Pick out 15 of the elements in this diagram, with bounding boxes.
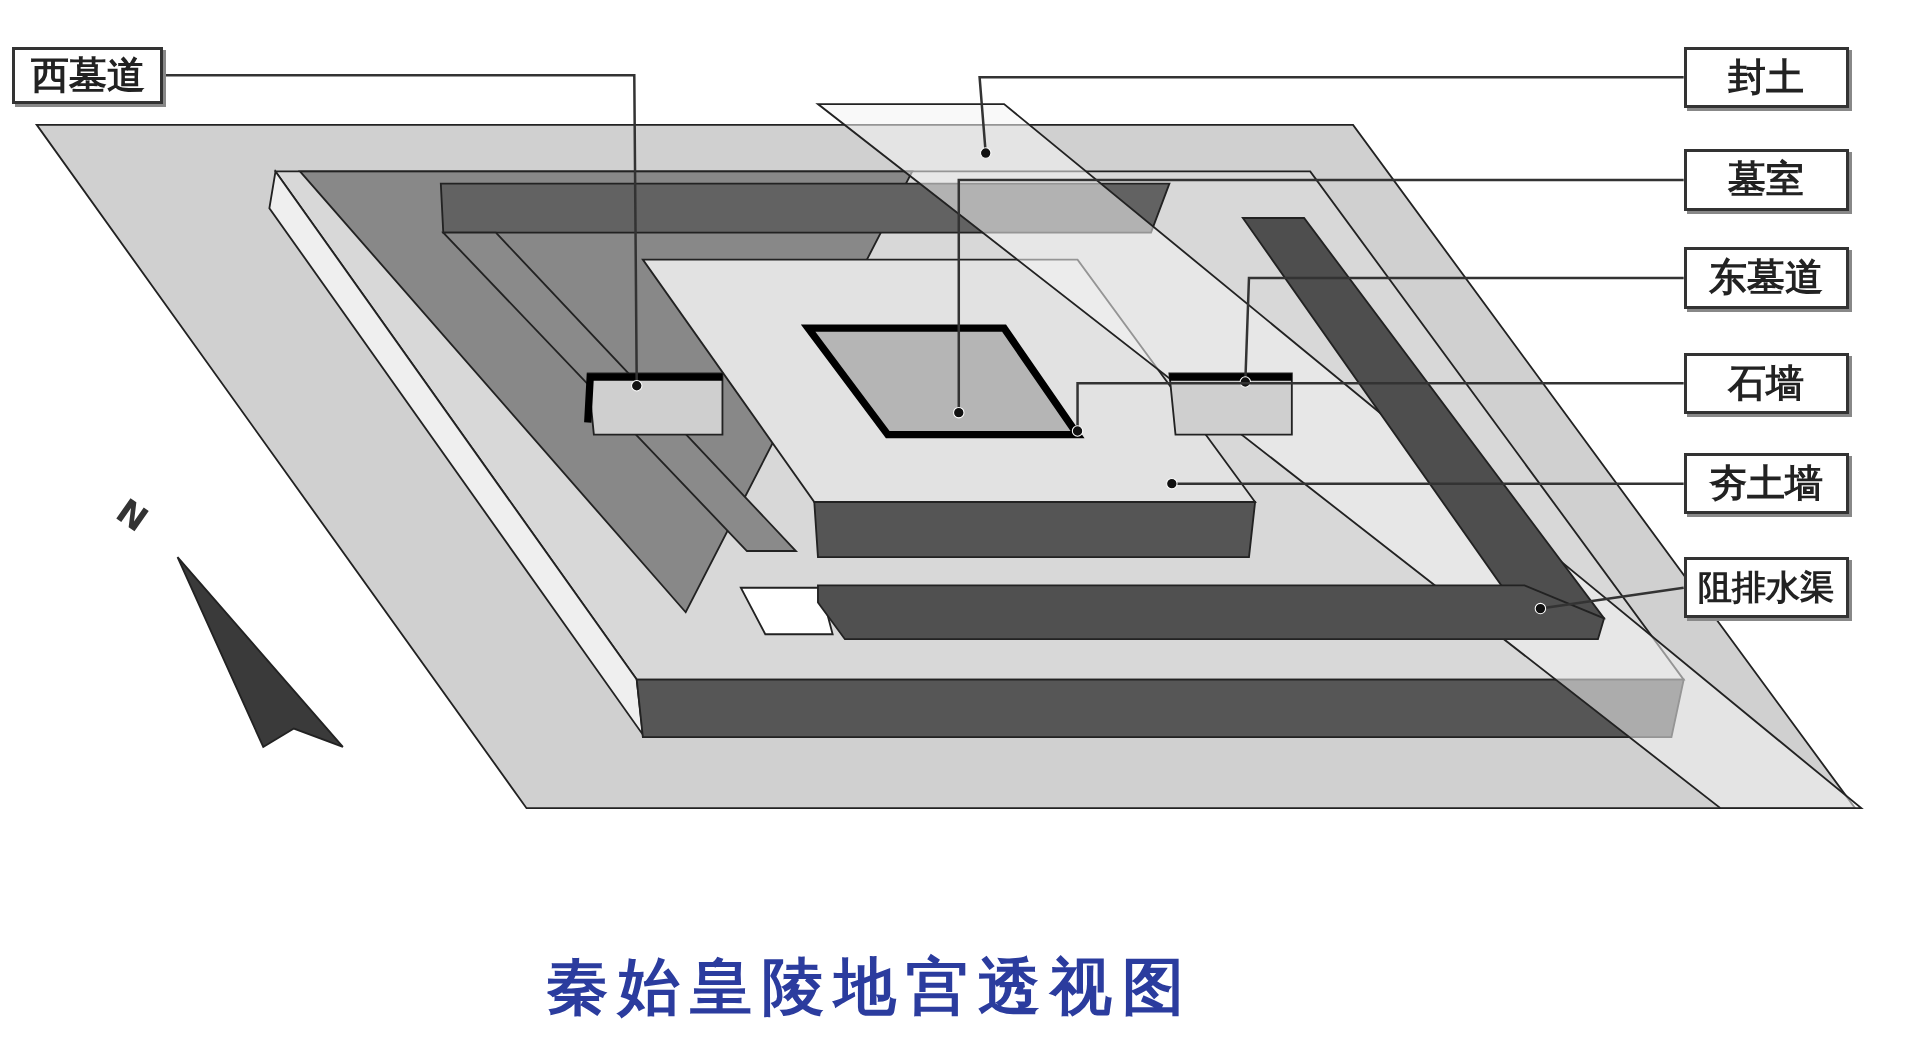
label-box: 东墓道: [1683, 247, 1849, 309]
leader-line: [953, 178, 1684, 419]
title: 秦始皇陵地宫透视图: [545, 949, 1195, 1025]
label-box: 阻排水渠: [1683, 557, 1849, 619]
label-box: 夯土墙: [1683, 453, 1849, 515]
leader-line: [1239, 276, 1684, 388]
label-box: 石墙: [1683, 352, 1849, 414]
label-box: 墓室: [1683, 149, 1849, 211]
leader-line: [978, 75, 1684, 159]
north-label: N: [109, 490, 156, 540]
label-box: 封土: [1683, 46, 1849, 108]
label-box: 西墓道: [12, 46, 163, 105]
leader-line: [1166, 477, 1684, 490]
leader-line: [1071, 382, 1684, 437]
leader-line: [1534, 586, 1684, 615]
